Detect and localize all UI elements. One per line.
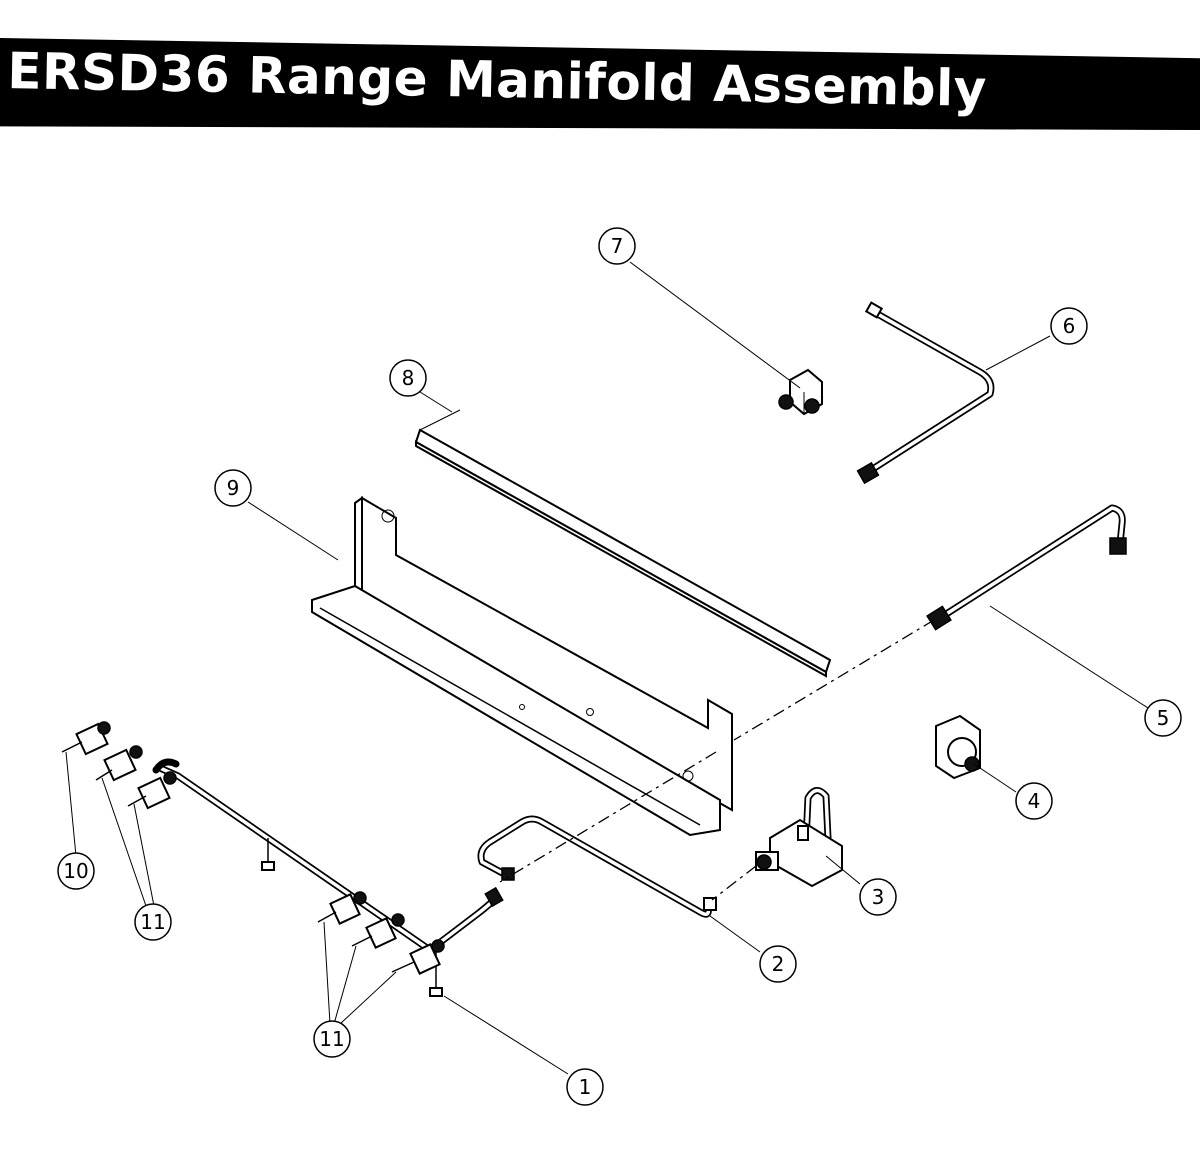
part-4-regulator: [935, 714, 981, 780]
left-valves: [61, 721, 180, 810]
part-8-shield-plate: [414, 409, 832, 678]
part-1-manifold: [61, 721, 504, 997]
callout-3-label: 3: [872, 885, 885, 909]
callout-2: 2: [759, 945, 797, 983]
leader-lines: [65, 261, 1149, 1075]
callout-10-label: 10: [63, 859, 88, 883]
part-6-bent-tube: [856, 301, 995, 485]
callout-1: 1: [566, 1068, 604, 1106]
callout-4-label: 4: [1028, 789, 1041, 813]
callout-5: 5: [1144, 699, 1182, 737]
callout-8-label: 8: [402, 366, 415, 390]
callout-6-label: 6: [1063, 314, 1076, 338]
callout-10: 10: [57, 852, 95, 890]
callout-3: 3: [859, 878, 897, 916]
callout-11-left-label: 11: [140, 910, 165, 934]
callout-1-label: 1: [579, 1075, 592, 1099]
callout-9-label: 9: [227, 476, 240, 500]
callout-11-right-label: 11: [319, 1027, 344, 1051]
part-5-long-tube: [926, 504, 1127, 631]
callout-9: 9: [214, 469, 252, 507]
callout-11-right: 11: [313, 1020, 351, 1058]
part-2-tube: [477, 815, 717, 918]
callout-11-left: 11: [134, 903, 172, 941]
alignment-lines: [499, 619, 935, 901]
right-valves: [317, 891, 445, 975]
part-7-valve: [778, 368, 823, 416]
callout-8: 8: [389, 359, 427, 397]
callout-7-label: 7: [611, 234, 624, 258]
callout-2-label: 2: [772, 952, 785, 976]
callout-5-label: 5: [1157, 706, 1170, 730]
part-9-manifold-bracket: [311, 496, 733, 837]
callout-7: 7: [598, 227, 636, 265]
part-3-gas-valve: [755, 787, 843, 888]
callout-6: 6: [1050, 307, 1088, 345]
callout-4: 4: [1015, 782, 1053, 820]
